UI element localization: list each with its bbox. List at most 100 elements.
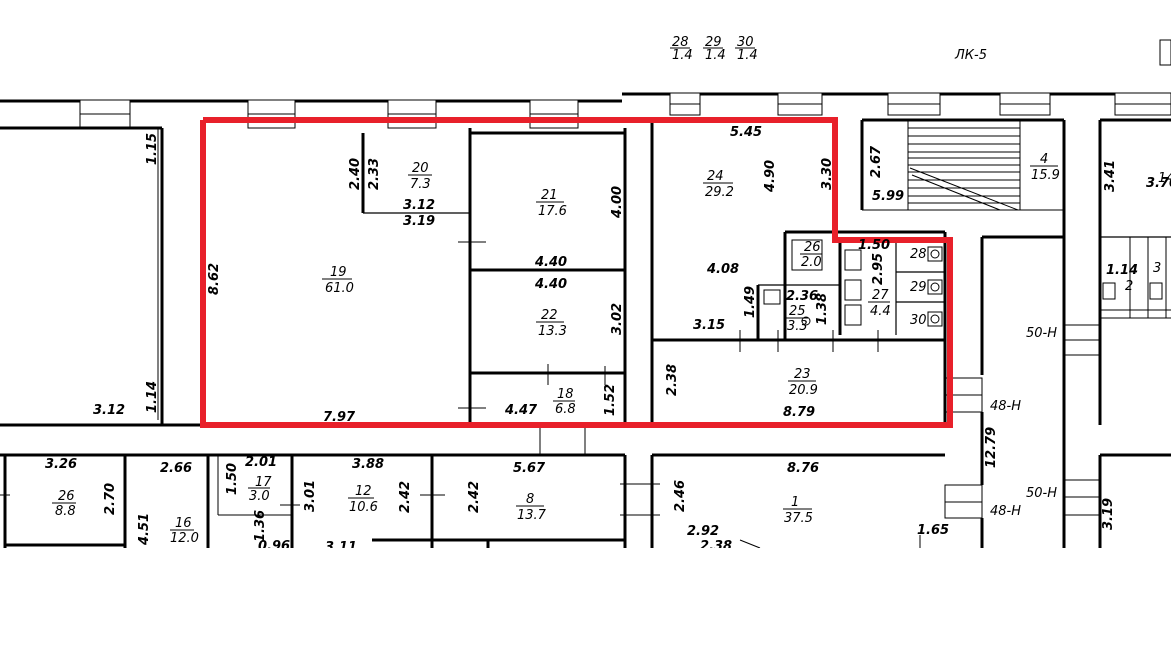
dim-138: 1.38 [815,293,830,325]
room-16-number: 16 [175,516,192,531]
room-18-number: 18 [557,387,574,402]
dim-266: 2.66 [160,461,192,476]
room-20-number: 20 [412,161,429,176]
dim-599: 5.99 [872,189,904,204]
dim-440b: 4.40 [534,277,567,292]
room-14-number: 14 [1158,171,1171,186]
room-28-small: 28 [910,247,927,262]
dim-246: 2.46 [673,480,688,512]
dim-295: 2.95 [871,253,886,285]
staircase [860,118,1066,375]
dim-242a: 2.42 [398,481,413,513]
dim-152: 1.52 [603,384,618,416]
dim-400: 4.00 [610,186,625,219]
room-24-area: 29.2 [705,185,734,200]
room-1-area: 37.5 [784,511,813,526]
dim-876: 8.76 [787,461,819,476]
dim-114b: 1.14 [1106,263,1138,278]
room-23-area: 20.9 [789,383,818,398]
dim-879: 8.79 [783,405,815,420]
room-17-number: 17 [255,475,272,490]
corridor-50n-upper: 50-Н [1026,326,1057,341]
room-25-number: 25 [789,304,806,319]
dim-201: 2.01 [245,455,277,470]
room-26-number: 26 [804,240,821,255]
dim-447: 4.47 [504,403,538,418]
corridor-48n-lower: 48-Н [990,504,1021,519]
room-4-area: 15.9 [1031,168,1060,183]
room-26b-area: 8.8 [55,504,76,519]
dim-797: 7.97 [323,410,356,425]
left-room-walls [0,126,164,427]
room-27-number: 27 [872,288,889,303]
room-12-number: 12 [355,484,372,499]
sanitary-fixtures [458,239,943,409]
lk-label: ЛК-5 [954,48,987,63]
room-3-number: 3 [1153,261,1161,276]
room-29-small: 29 [910,280,927,295]
dim-408: 4.08 [706,262,739,277]
room-18-area: 6.8 [555,402,576,417]
dim-319: 3.19 [403,214,435,229]
room-24-number: 24 [707,169,724,184]
corridor-50n-lower: 50-Н [1026,486,1057,501]
dim-312b: 3.12 [403,198,435,213]
dim-236: 2.36 [786,289,818,304]
blank-area [0,548,1171,648]
dim-240: 2.40 [348,158,363,190]
room-fractions: 19 61.0 20 7.3 21 17.6 22 13.3 18 6.8 24… [52,152,1171,546]
room-19-number: 19 [330,265,347,280]
bottom-rooms [0,428,945,549]
dim-149: 1.49 [743,286,758,318]
room-25-area: 3.3 [787,319,808,334]
corridor-48n-upper: 48-Н [990,399,1021,414]
dim-440a: 4.40 [534,255,567,270]
dim-150: 1.50 [858,238,890,253]
dim-114: 1.14 [145,381,160,413]
room-21-number: 21 [541,188,558,203]
right-rooms [944,118,1171,548]
dim-330: 3.30 [820,158,835,190]
dim-270: 2.70 [103,483,118,515]
dim-301: 3.01 [303,480,318,512]
dimensions-horizontal: 3.12 7.97 3.12 3.19 4.40 4.40 4.47 5.45 … [45,125,1171,555]
room-30-number: 30 [737,35,754,50]
room-17-area: 3.0 [249,489,270,504]
highlight-outline [200,117,953,428]
room-26-area: 2.0 [801,255,822,270]
dim-451: 4.51 [137,513,152,546]
room-8-number: 8 [526,492,534,507]
room-26b-number: 26 [58,489,75,504]
dim-115: 1.15 [145,133,160,165]
room-23-number: 23 [794,367,811,382]
dim-238: 2.38 [665,364,680,396]
room-29-area: 1.4 [705,48,726,63]
dim-545: 5.45 [730,125,762,140]
dim-567: 5.67 [513,461,546,476]
windows-top [79,39,1171,129]
dim-388: 3.88 [352,457,384,472]
room-30-small: 30 [910,313,927,328]
dim-242b: 2.42 [467,481,482,513]
dim-267: 2.67 [869,145,884,178]
room-27-area: 4.4 [870,304,891,319]
room-2-number: 2 [1125,279,1133,294]
dim-165: 1.65 [917,523,949,538]
dimensions-vertical: 1.15 1.14 8.62 2.40 2.33 4.00 3.02 1.52 … [103,133,1118,546]
room-16-area: 12.0 [170,531,199,546]
room-28-number: 28 [672,35,689,50]
room-28-area: 1.4 [672,48,693,63]
room-20-area: 7.3 [410,177,431,192]
dim-150b: 1.50 [225,463,240,495]
dim-370: 3.70 [1146,176,1171,191]
dim-136: 1.36 [253,510,268,542]
dim-490: 4.90 [763,160,778,193]
room-1-number: 1 [791,495,799,510]
dim-1279: 12.79 [984,427,999,468]
room-19-area: 61.0 [325,281,354,296]
dim-341: 3.41 [1103,160,1118,192]
room-8-area: 13.7 [517,508,547,523]
room-21-area: 17.6 [538,204,567,219]
room-30-area: 1.4 [737,48,758,63]
